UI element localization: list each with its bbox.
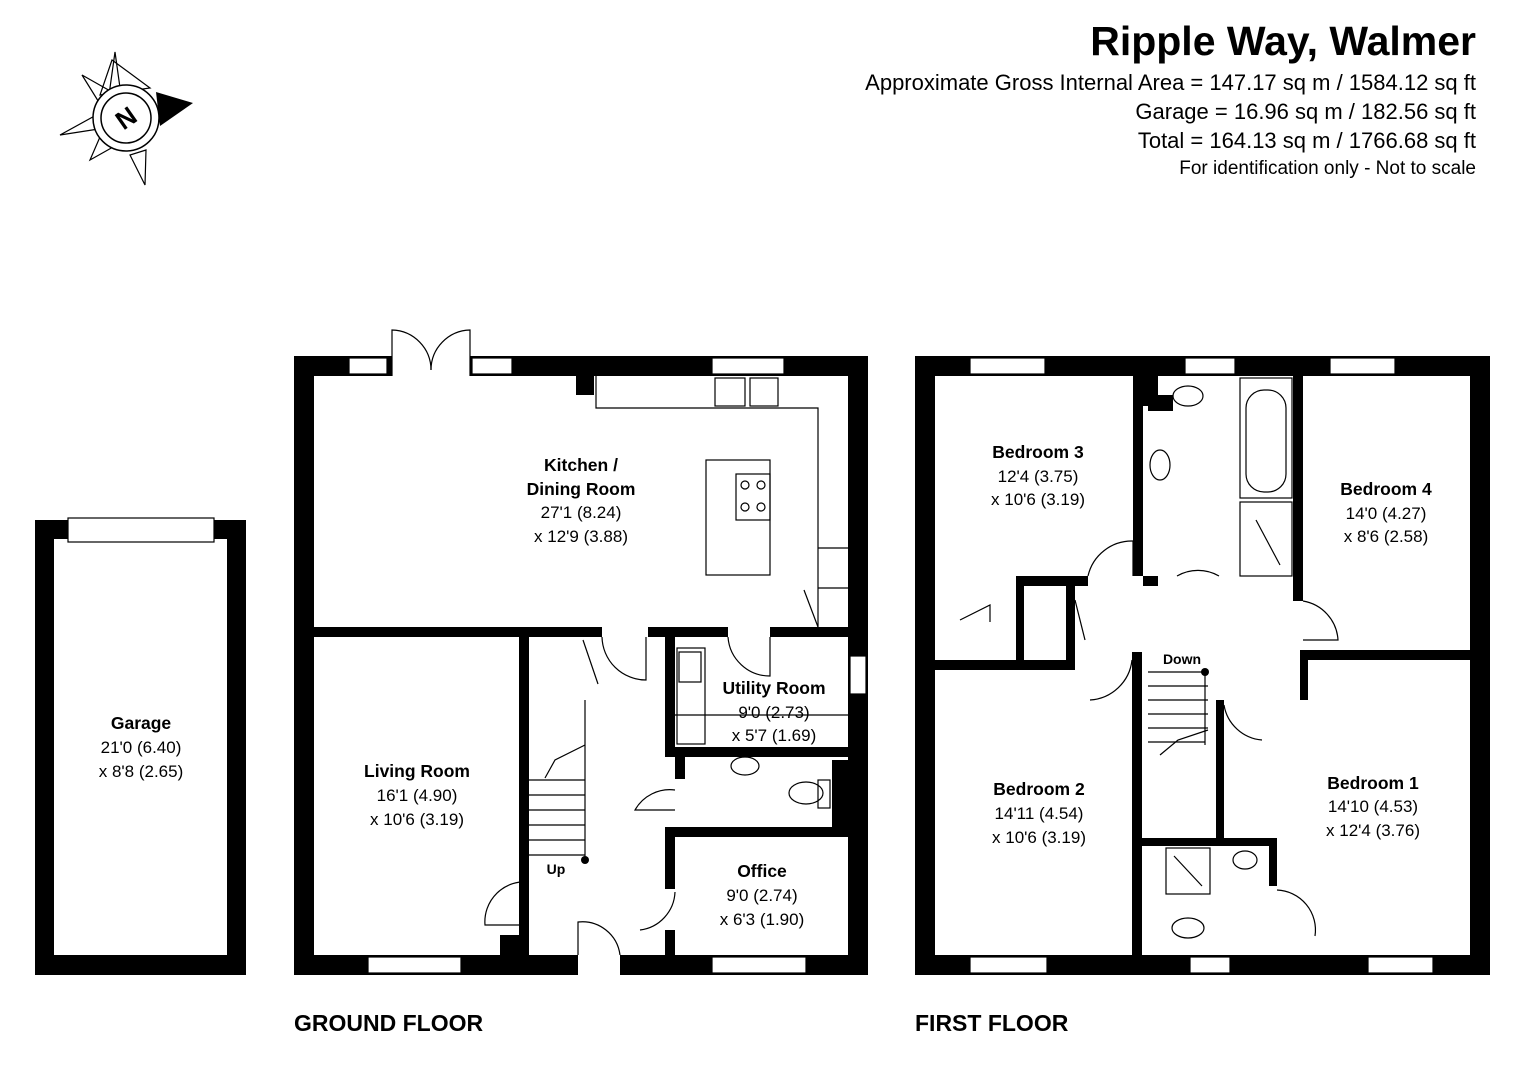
garage-dim2: x 8'8 (2.65) [99,762,184,781]
utility-dim1: 9'0 (2.73) [738,703,809,722]
garage-area-text: Garage = 16.96 sq m / 182.56 sq ft [1135,99,1476,124]
utility-label: Utility Room 9'0 (2.73) x 5'7 (1.69) [722,678,825,745]
ground-floor-label: GROUND FLOOR [294,1010,484,1036]
bedroom3-dim1: 12'4 (3.75) [998,467,1079,486]
bedroom3-dim2: x 10'6 (3.19) [991,490,1085,509]
kitchen-dim1: 27'1 (8.24) [541,503,622,522]
bedroom2-name: Bedroom 2 [993,779,1085,799]
bedroom2-label: Bedroom 2 14'11 (4.54) x 10'6 (3.19) [992,779,1086,847]
kitchen-dim2: x 12'9 (3.88) [534,527,628,546]
living-label: Living Room 16'1 (4.90) x 10'6 (3.19) [364,761,470,829]
living-name: Living Room [364,761,470,781]
bedroom2-dim2: x 10'6 (3.19) [992,828,1086,847]
kitchen-name: Kitchen / [544,455,618,475]
garage-dim1: 21'0 (6.40) [101,738,182,757]
garage-label: Garage 21'0 (6.40) x 8'8 (2.65) [99,713,184,781]
bedroom1-dim1: 14'10 (4.53) [1328,797,1418,816]
first-floor-walls [915,356,1490,975]
ground-floor-interior [314,376,848,955]
bedroom1-dim2: x 12'4 (3.76) [1326,821,1420,840]
stairs-up-label: Up [547,861,566,877]
bedroom1-name: Bedroom 1 [1327,773,1419,793]
office-name: Office [737,861,787,881]
bedroom2-dim1: 14'11 (4.54) [995,804,1084,823]
first-floor-label: FIRST FLOOR [915,1010,1069,1036]
bedroom3-label: Bedroom 3 12'4 (3.75) x 10'6 (3.19) [991,442,1085,509]
living-dim1: 16'1 (4.90) [377,786,458,805]
kitchen-label: Kitchen / Dining Room 27'1 (8.24) x 12'9… [527,455,636,546]
compass-icon: N [59,51,193,186]
garage-outline [35,517,246,975]
living-dim2: x 10'6 (3.19) [370,810,464,829]
bedroom4-dim2: x 8'6 (2.58) [1344,527,1429,546]
gross-area-text: Approximate Gross Internal Area = 147.17… [865,70,1476,95]
ground-floor-walls [294,329,868,975]
office-dim1: 9'0 (2.74) [726,886,797,905]
first-floor-interior [935,376,1470,955]
bedroom4-dim1: 14'0 (4.27) [1346,504,1427,523]
bedroom4-label: Bedroom 4 14'0 (4.27) x 8'6 (2.58) [1340,479,1432,546]
kitchen-name-2: Dining Room [527,479,636,499]
utility-name: Utility Room [722,678,825,698]
bedroom4-name: Bedroom 4 [1340,479,1432,499]
bedroom1-label: Bedroom 1 14'10 (4.53) x 12'4 (3.76) [1326,773,1420,840]
utility-dim2: x 5'7 (1.69) [732,726,817,745]
disclaimer-text: For identification only - Not to scale [1179,158,1476,179]
garage-name: Garage [111,713,172,733]
office-label: Office 9'0 (2.74) x 6'3 (1.90) [720,861,805,929]
plan-title: Ripple Way, Walmer [1090,18,1476,64]
office-dim2: x 6'3 (1.90) [720,910,805,929]
bedroom3-name: Bedroom 3 [992,442,1084,462]
stairs-down-label: Down [1163,651,1201,667]
total-area-text: Total = 164.13 sq m / 1766.68 sq ft [1137,128,1476,153]
